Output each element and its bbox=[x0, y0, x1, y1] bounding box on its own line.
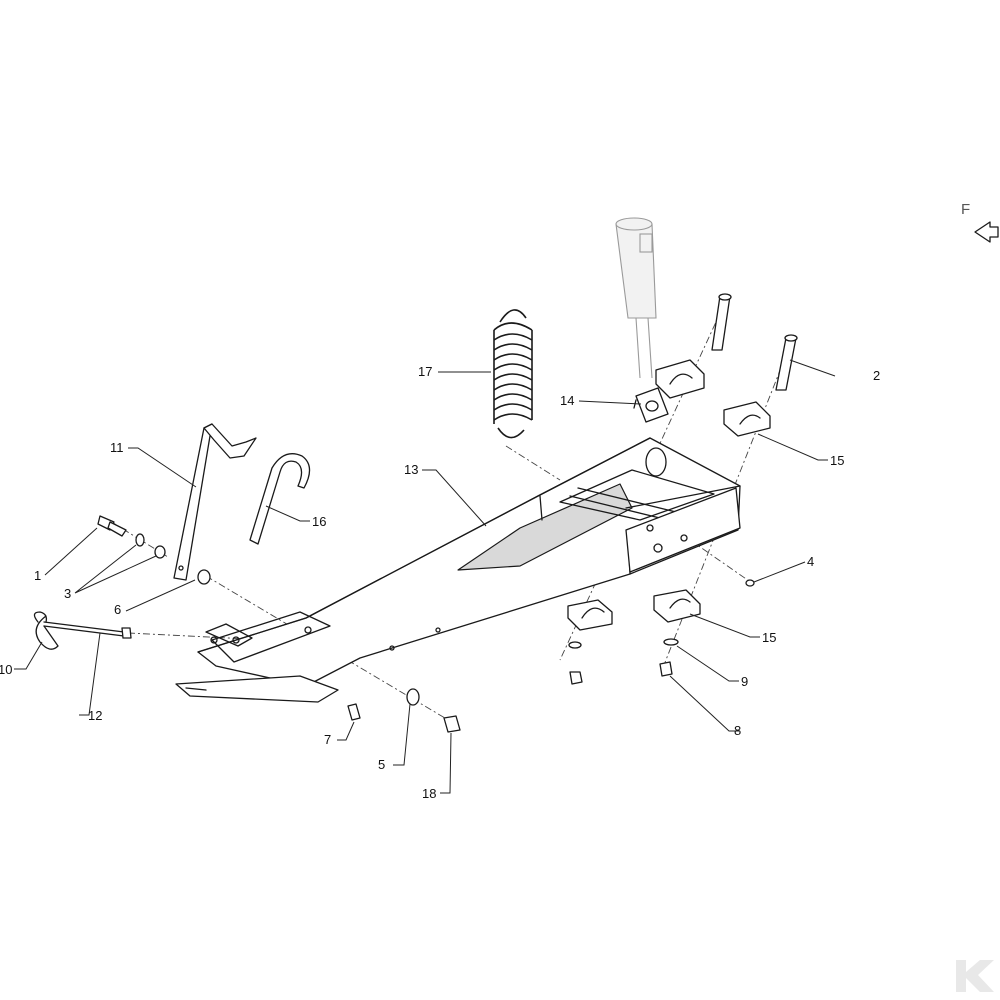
part-7-pin bbox=[347, 703, 361, 721]
callout-15-top: 15 bbox=[830, 453, 844, 468]
callout-7: 7 bbox=[324, 732, 331, 747]
view-direction-marker: F bbox=[961, 201, 999, 243]
callout-15-bottom: 15 bbox=[762, 630, 776, 645]
callout-labels: 1 2 3 4 5 6 7 8 9 10 11 12 13 14 15 15 1… bbox=[0, 364, 880, 801]
callout-16: 16 bbox=[312, 514, 326, 529]
callout-12: 12 bbox=[88, 708, 102, 723]
brand-logo-icon bbox=[956, 960, 994, 992]
part-6-washer bbox=[197, 569, 211, 585]
part-11-bracket bbox=[173, 423, 257, 581]
callout-8: 8 bbox=[734, 723, 741, 738]
part-12-rod bbox=[43, 621, 132, 639]
part-10-linch-pin bbox=[33, 611, 59, 650]
callout-11: 11 bbox=[110, 440, 124, 455]
part-2-bolts bbox=[711, 293, 798, 391]
callout-9: 9 bbox=[741, 674, 748, 689]
leader-lines bbox=[14, 359, 836, 794]
callout-13: 13 bbox=[404, 462, 418, 477]
callout-14: 14 bbox=[560, 393, 574, 408]
part-3-washers bbox=[135, 533, 166, 559]
view-arrow-icon bbox=[974, 221, 999, 243]
part-8-nut bbox=[659, 661, 673, 677]
part-17-spring bbox=[493, 309, 533, 439]
callout-2: 2 bbox=[873, 368, 880, 383]
callout-6: 6 bbox=[114, 602, 121, 617]
part-15-clamps bbox=[567, 359, 771, 631]
part-16-hook bbox=[249, 453, 311, 545]
part-5-washer bbox=[406, 688, 420, 706]
callout-10: 10 bbox=[0, 662, 12, 677]
callout-1: 1 bbox=[34, 568, 41, 583]
hardware-small bbox=[197, 569, 755, 733]
callout-3: 3 bbox=[64, 586, 71, 601]
part-13-frame-arm bbox=[175, 437, 741, 703]
reference-cylinder bbox=[615, 217, 657, 379]
callout-4: 4 bbox=[807, 554, 814, 569]
view-letter: F bbox=[961, 201, 970, 218]
part-9-washer bbox=[663, 638, 679, 646]
part-14-pivot-block bbox=[633, 387, 669, 423]
callout-5: 5 bbox=[378, 757, 385, 772]
callout-18: 18 bbox=[422, 786, 436, 801]
callout-17: 17 bbox=[418, 364, 432, 379]
part-18-nut bbox=[443, 715, 461, 733]
part-1-bolt bbox=[97, 515, 127, 537]
part-4-nut bbox=[745, 579, 755, 587]
